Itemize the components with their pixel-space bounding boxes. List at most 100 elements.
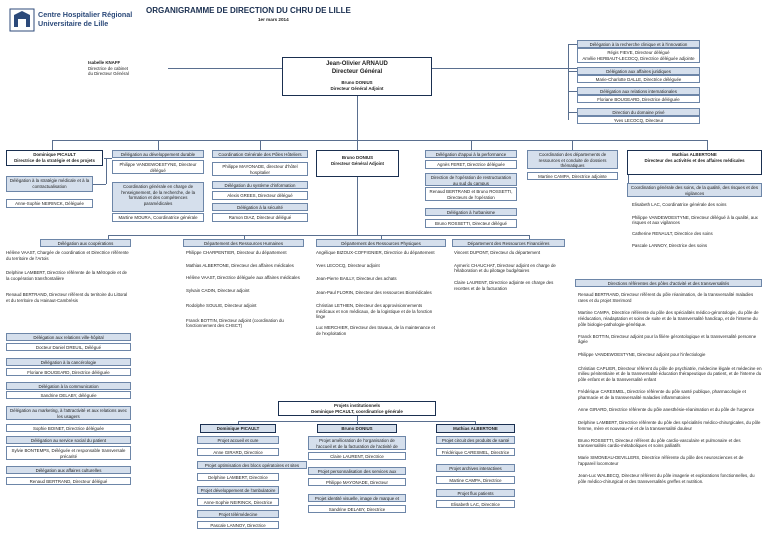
pi-project-body: Sandrine DELABY, Directrice	[308, 505, 406, 513]
connector	[244, 235, 245, 239]
logo-line1: Centre Hospitalier Régional	[38, 10, 133, 19]
si-header: Délégation du système d'information	[212, 181, 308, 189]
drp-item: Luc MERCHIER, Directeur des travaux, de …	[316, 325, 436, 336]
drp-item: Angélique BIZOUX-COFFIGNIER, Directrice …	[316, 250, 435, 255]
cancerologie-body: Floriane BOUGEARD, Directrice déléguée	[6, 368, 131, 376]
drh-item: Philippe CHARPENTIER, Directeur du dépar…	[186, 250, 287, 255]
drf-item: Vincent DUPONT, Directeur du département	[454, 250, 541, 255]
soins-item: Philippe VANDEWOESTYNE, Directeur délégu…	[632, 214, 758, 226]
soins-qualite-header: Coordination générale des soins, de la q…	[627, 183, 762, 197]
dev-durable-body: Philippe VANDEWOESTYNE, Directeur délégu…	[112, 160, 204, 174]
securite-body: Ramon DIAZ, Directeur délégué	[212, 213, 308, 222]
projets-institutionnels-box: Projets institutionnels Dominique PICAUL…	[278, 401, 436, 416]
drf-header: Département des Ressources Financières	[452, 239, 565, 247]
page-date: 1er mars 2014	[258, 17, 289, 22]
connector	[471, 140, 472, 150]
pi-project-header: Projet développement de l'ambulatoire	[197, 486, 279, 494]
recherche-header: Délégation à la recherche clinique et à …	[577, 40, 700, 48]
connector	[572, 140, 573, 150]
domaine-body: Yves LECOCQ, Directeur	[577, 116, 700, 124]
connector	[475, 421, 476, 424]
strategie-medicale-body: Anne-Sophie NEIRINCK, Déléguée	[6, 199, 93, 208]
drh-item: Mathias ALBERTONE, Directeur des affaire…	[186, 262, 294, 268]
chru-logo-icon	[9, 8, 35, 32]
service-social-header: Délégation au service social du patient	[6, 436, 131, 444]
cancerologie-header: Délégation à la cancérologie	[6, 358, 131, 366]
drp-item: Yves LECOCQ, Directeur adjoint	[316, 262, 380, 268]
recherche-body: Régis FIEVE, Directeur délégué Amélie HE…	[577, 48, 700, 63]
drh-list: Philippe CHARPENTIER, Directeur du dépar…	[186, 250, 308, 329]
pi-project-body: Pascale LANNOY, Directrice	[197, 521, 279, 529]
pole-item: Bruno ROSSETTI, Directeur référent du pô…	[578, 437, 741, 449]
enseignement-header: Coordination générale en charge de l'ens…	[112, 182, 204, 212]
marketing-body: Sophie BOINET, Directrice déléguée	[6, 424, 131, 432]
connector	[357, 96, 358, 140]
soins-item: Elisabeth LAC, Coordinatrice générale de…	[632, 202, 727, 207]
connector	[628, 175, 629, 183]
recherche-line2: Amélie HERBAUT-LECOCQ, Directrice délégu…	[582, 55, 695, 61]
connector	[108, 235, 529, 236]
restructuration-header: Direction de l'opération de restructurat…	[425, 173, 517, 186]
pi-project-header: Projet amélioration de l'organisation de…	[308, 436, 406, 450]
soins-item: Catherine RENAULT, Directrice des soins	[632, 231, 713, 237]
picault-name: Dominique PICAULT	[33, 152, 76, 157]
connector	[568, 112, 577, 113]
drp-item: Jean-Paul FLORIN, Directeur des ressourc…	[316, 290, 432, 296]
pi-project-body: Claire LAURENT, Directrice	[308, 452, 406, 460]
albertone-box: Mathias ALBERTONE Directeur des activité…	[627, 150, 762, 175]
logo-line2: Universitaire de Lille	[38, 19, 109, 28]
poles-list: Renaud BERTRAND, Directeur référent du p…	[578, 292, 762, 485]
connector	[357, 177, 358, 235]
connector	[108, 235, 109, 239]
coord-hoteliers-body: Philippe MAYONADE, directeur d'hôtel hos…	[212, 162, 308, 176]
picault-title: Directrice de la stratégie et des projet…	[14, 157, 95, 163]
ville-hopital-body: Docteur Daniel DREUIL, Délégué	[6, 343, 131, 351]
pi-project-body: Philippe MAYONADE, Directeur	[308, 478, 406, 486]
albertone-title: Directeur des activités et des affaires …	[644, 157, 745, 163]
marketing-header: Délégation au marketing, à l'attractivit…	[6, 406, 131, 420]
coop-item: Delphine LAMBERT, Directrice référente d…	[6, 270, 127, 282]
coord-hoteliers-header: Coordination Générale des Pôles Hôtelier…	[212, 150, 308, 158]
connector	[357, 140, 358, 150]
connector	[52, 140, 707, 141]
connector	[568, 91, 577, 92]
drh-header: Département des Ressources Humaines	[183, 239, 304, 247]
restructuration-body: Renaud BERTRAND et Bruno ROSSETTI, Direc…	[425, 187, 517, 201]
connector	[93, 184, 106, 185]
pi-project-body: Anne-Sophie NEIRINCK, Directrice	[197, 498, 279, 506]
si-body: Alexis GREES, Directeur délégué	[212, 191, 308, 200]
knaff-line2: du Directeur Général	[88, 71, 129, 77]
connector	[238, 421, 475, 422]
drh-item: Hélène VAAST, Directrice déléguée aux af…	[186, 275, 300, 281]
donius-title: Directeur Général Adjoint	[330, 160, 385, 166]
picault-box: Dominique PICAULT Directrice de la strat…	[6, 150, 103, 166]
drp-list: Angélique BIZOUX-COFFIGNIER, Directrice …	[316, 250, 441, 336]
pi-project-header: Projet archives interactives	[436, 464, 515, 472]
ville-hopital-header: Délégation aux relations ville-hôpital	[6, 333, 131, 341]
pi-col3-header: Mathias ALBERTONE	[436, 424, 515, 433]
connector	[357, 421, 358, 424]
strategie-medicale-header: Délégation à la stratégie médicale et à …	[6, 176, 93, 192]
pi-project-body: Frédérique CARESMEL, Directrice	[436, 448, 515, 456]
connector	[168, 68, 282, 69]
connector	[568, 44, 577, 45]
pi-project-header: Projet personnalisation des services aux…	[308, 467, 406, 475]
drf-list: Vincent DUPONT, Directeur du département…	[454, 250, 564, 292]
coop-item: Renaud BERTRAND, Directeur référent du t…	[6, 291, 128, 303]
culturelles-header: Délégation aux affaires culturelles	[6, 466, 131, 474]
pole-item: Martine CAMPA, Directrice référente du p…	[578, 310, 759, 327]
pi-project-body: Delphine LAMBERT, Directrice	[197, 473, 279, 481]
soins-qualite-list: Elisabeth LAC, Coordinatrice générale de…	[632, 202, 762, 249]
enseignement-body: Martine MOURA, Coordinatrice générale	[112, 213, 204, 222]
pole-item: Frédérique CARESMEL, Directrice référent…	[578, 388, 746, 400]
pi-project-header: Projet identité visuelle, image de marqu…	[308, 494, 406, 502]
securite-header: Délégation à la sécurité	[212, 203, 308, 211]
connector	[381, 235, 382, 239]
connector	[529, 235, 530, 239]
pole-item: Philippe VANDEWOESTYNE, Directeur adjoin…	[578, 352, 706, 358]
knaff-name: Isabelle KNAFF	[88, 60, 121, 65]
dg-adj-title: Directeur Général Adjoint	[330, 85, 384, 91]
chru-logo: Centre Hospitalier Régional Universitair…	[8, 6, 143, 46]
coop-item: Hélène VAAST, Chargée de coordination et…	[6, 250, 129, 261]
connector	[104, 158, 112, 159]
